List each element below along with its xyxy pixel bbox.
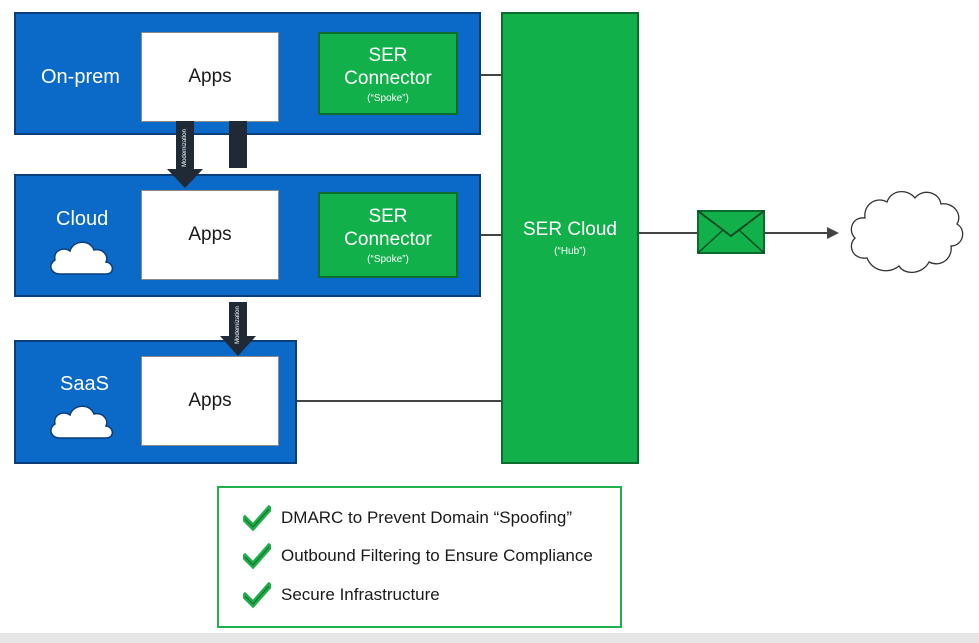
ser-cloud-hub: SER Cloud (“Hub”) bbox=[501, 12, 639, 464]
checklist-item-text: Outbound Filtering to Ensure Compliance bbox=[281, 546, 593, 565]
connector-title-line1: SER bbox=[368, 44, 408, 66]
checkmark-icon bbox=[243, 581, 271, 609]
onprem-apps-box: Apps bbox=[141, 32, 279, 122]
checklist-item: Outbound Filtering to Ensure Compliance bbox=[243, 541, 593, 571]
modernization-bar-up bbox=[229, 121, 247, 168]
saas-apps-label: Apps bbox=[188, 390, 232, 411]
modernization-arrow-down-2 bbox=[220, 302, 256, 356]
modernization-label-2: Modernization bbox=[235, 306, 241, 344]
cloud-icon bbox=[50, 405, 114, 439]
checkmark-icon bbox=[243, 504, 271, 532]
connector-title-line2: Connector bbox=[344, 67, 432, 89]
cloud-ser-connector: SER Connector (“Spoke”) bbox=[318, 192, 458, 278]
envelope-icon bbox=[697, 210, 765, 254]
bottom-strip bbox=[0, 633, 979, 643]
saas-apps-box: Apps bbox=[141, 356, 279, 446]
envelope-to-internet-line bbox=[765, 232, 830, 234]
cloud-label: Cloud bbox=[56, 208, 109, 230]
benefits-checklist: DMARC to Prevent Domain “Spoofing” Outbo… bbox=[217, 486, 622, 628]
cloud-apps-label: Apps bbox=[188, 224, 232, 245]
connector-title-line1: SER bbox=[368, 206, 408, 227]
modernization-arrow-down-1 bbox=[167, 121, 203, 188]
onprem-ser-connector: SER Connector (“Spoke”) bbox=[318, 32, 458, 115]
onprem-apps-label: Apps bbox=[188, 66, 232, 87]
connector-subtitle: (“Spoke”) bbox=[367, 92, 409, 104]
checkmark-icon bbox=[243, 542, 271, 570]
hub-subtitle: (“Hub”) bbox=[554, 246, 586, 257]
hub-to-envelope-line bbox=[639, 232, 699, 234]
onprem-label: On-prem bbox=[41, 66, 120, 88]
arrowhead-icon bbox=[827, 227, 839, 239]
checklist-item: Secure Infrastructure bbox=[243, 580, 440, 610]
connector-subtitle: (“Spoke”) bbox=[367, 254, 409, 265]
cloud-apps-box: Apps bbox=[141, 190, 279, 280]
saas-to-hub-line bbox=[295, 400, 503, 402]
saas-label: SaaS bbox=[60, 373, 109, 395]
internet-cloud-icon bbox=[850, 191, 964, 273]
cloud-icon bbox=[50, 241, 114, 275]
hub-title: SER Cloud bbox=[523, 219, 617, 240]
modernization-label-1: Modernization bbox=[182, 129, 188, 167]
checklist-item-text: Secure Infrastructure bbox=[281, 585, 440, 604]
checklist-item: DMARC to Prevent Domain “Spoofing” bbox=[243, 503, 572, 533]
connector-title-line2: Connector bbox=[344, 229, 432, 250]
checklist-item-text: DMARC to Prevent Domain “Spoofing” bbox=[281, 508, 573, 527]
